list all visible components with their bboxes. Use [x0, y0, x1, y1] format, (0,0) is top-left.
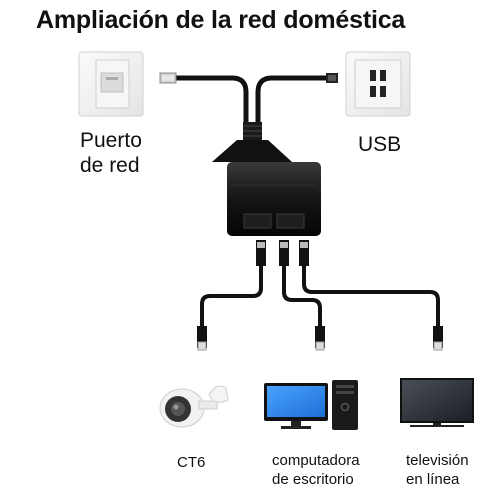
output-ports: [256, 240, 309, 266]
usb-label: USB: [358, 133, 402, 156]
security-camera-icon: [159, 385, 229, 428]
usb-plug-icon: [326, 73, 338, 83]
output-cables: [200, 264, 440, 328]
usb-wall-plate: [345, 51, 411, 117]
television-icon: [400, 378, 474, 427]
splitter-hub: [212, 122, 321, 236]
tv-label: televisión en línea: [406, 452, 469, 488]
desktop-computer-icon: [264, 380, 358, 430]
page-title: Ampliación de la red doméstica: [36, 6, 406, 34]
network-port-label: Puerto de red: [80, 129, 142, 177]
ethernet-plug-icon: [159, 72, 177, 84]
ethernet-wall-plate: [78, 51, 144, 117]
ethernet-plug-icon: [197, 326, 443, 351]
desktop-label: computadora de escritorio: [272, 452, 360, 488]
input-cables: [173, 75, 329, 131]
camera-label: CT6: [177, 454, 206, 471]
